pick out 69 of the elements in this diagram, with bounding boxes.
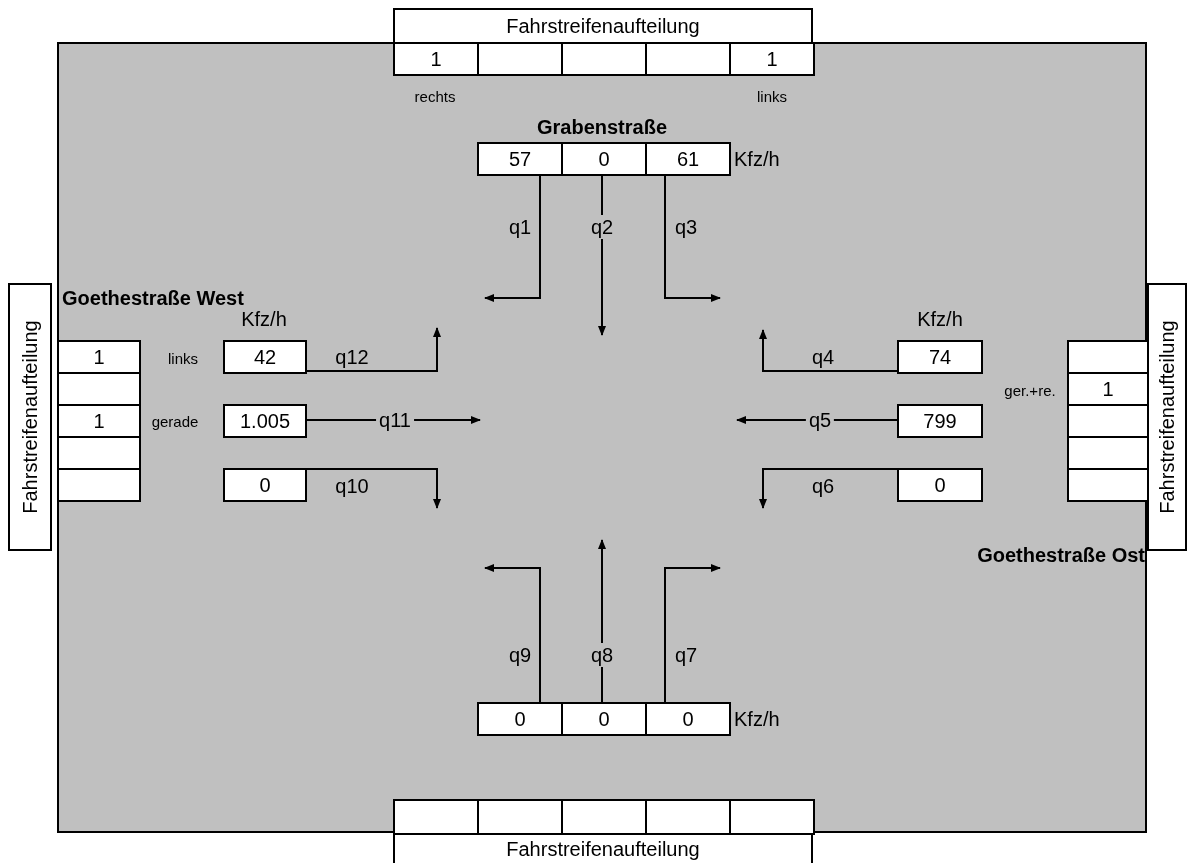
table-cell <box>57 404 141 438</box>
flow-arrow <box>306 327 441 372</box>
cell-value: 57 <box>508 149 532 169</box>
cell-value: 61 <box>676 149 700 169</box>
empty-cell <box>57 372 141 406</box>
cell-value: 0 <box>514 709 526 729</box>
table-cell <box>223 340 307 374</box>
empty-cell <box>57 436 141 470</box>
flow-arrow <box>306 468 441 509</box>
empty-cell <box>1067 404 1149 438</box>
cell-value: 0 <box>598 149 610 169</box>
text-label: ger.+re. <box>1004 382 1056 398</box>
cell-value: 42 <box>253 347 277 367</box>
table-cell <box>393 42 479 76</box>
unit-label: Kfz/h <box>917 309 963 329</box>
table-cell <box>1067 372 1149 406</box>
table-cell <box>561 142 647 176</box>
flow-arrow <box>484 564 541 703</box>
cell-value: 1 <box>93 347 105 367</box>
cell-value: 1 <box>1102 379 1114 399</box>
text-label: links <box>168 350 198 366</box>
flow-arrow <box>664 564 721 703</box>
table-cell <box>897 340 983 374</box>
flow-arrow <box>759 468 898 509</box>
text-label: links <box>757 88 787 104</box>
empty-cell <box>1067 340 1149 374</box>
street-name: Goethestraße Ost <box>977 545 1145 565</box>
cell-value: 0 <box>934 475 946 495</box>
cell-value: 1 <box>766 49 778 69</box>
table-cell <box>393 833 813 863</box>
flow-arrow <box>484 175 541 302</box>
street-name: Grabenstraße <box>536 117 668 137</box>
cell-value: 1 <box>93 411 105 431</box>
table-header: Fahrstreifenaufteilung <box>506 839 700 859</box>
table-cell <box>57 340 141 374</box>
table-cell <box>223 404 307 438</box>
empty-cell <box>1067 436 1149 470</box>
text-label: rechts <box>414 88 456 104</box>
table-cell <box>729 42 815 76</box>
table-cell <box>645 142 731 176</box>
table-cell <box>477 142 563 176</box>
table-header: Fahrstreifenaufteilung <box>1157 320 1177 514</box>
empty-cell <box>1067 468 1149 502</box>
table-cell <box>477 702 563 736</box>
empty-cell <box>57 468 141 502</box>
flow-arrow <box>664 175 721 302</box>
table-cell <box>561 702 647 736</box>
unit-label: Kfz/h <box>241 309 287 329</box>
cell-value: 0 <box>682 709 694 729</box>
table-header: Fahrstreifenaufteilung <box>20 320 40 514</box>
street-name: Goethestraße West <box>62 288 244 308</box>
table-cell <box>897 468 983 502</box>
table-cell <box>897 404 983 438</box>
cell-value: 74 <box>928 347 952 367</box>
cell-value: 0 <box>598 709 610 729</box>
table-cell <box>393 8 813 44</box>
table-header: Fahrstreifenaufteilung <box>506 16 700 36</box>
cell-value: 799 <box>923 411 957 431</box>
flow-arrow <box>759 329 898 372</box>
table-cell <box>8 283 52 551</box>
table-cell <box>223 468 307 502</box>
cell-value: 1 <box>430 49 442 69</box>
unit-label: Kfz/h <box>734 709 780 729</box>
text-label: gerade <box>151 413 199 429</box>
table-cell <box>645 702 731 736</box>
cell-value: 0 <box>259 475 271 495</box>
unit-label: Kfz/h <box>734 149 780 169</box>
table-cell <box>1147 283 1187 551</box>
cell-value: 1.005 <box>239 411 291 431</box>
